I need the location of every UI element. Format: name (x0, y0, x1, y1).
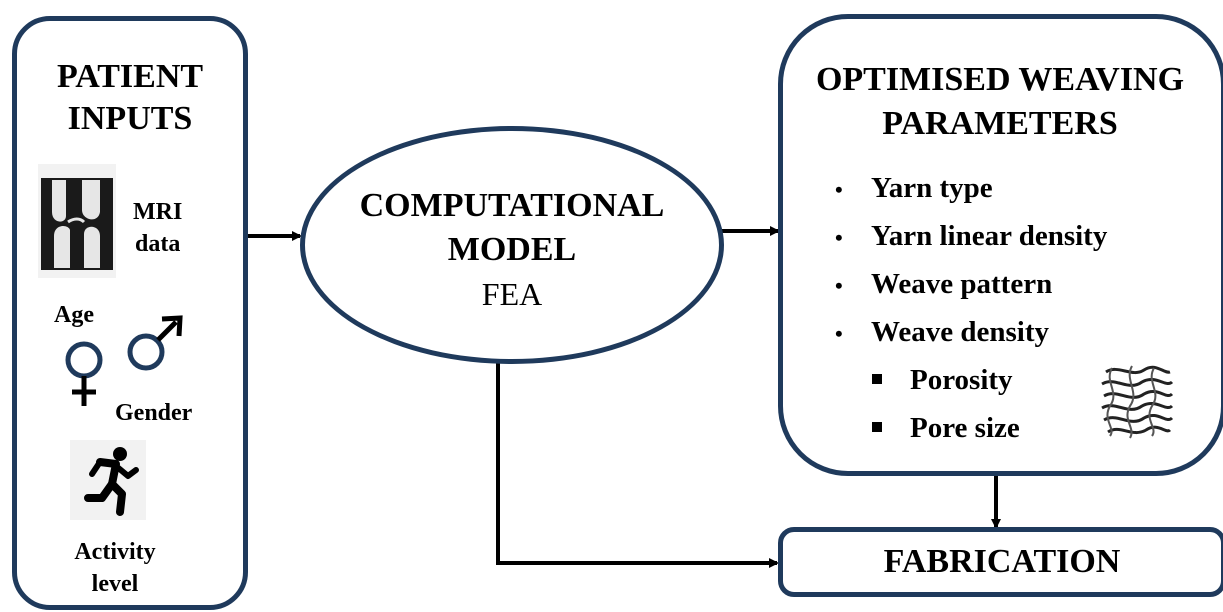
model-title-line2: MODEL (447, 231, 577, 268)
parameter-weave-density: Weave density (871, 316, 1050, 348)
male-symbol-icon (124, 314, 184, 374)
activity-label-line1: Activity (74, 539, 156, 565)
weaving-parameters-title: OPTIMISED WEAVING PARAMETERS (785, 58, 1215, 146)
subparameter-pore-size: Pore size (910, 412, 1020, 444)
weaving-parameters-box (778, 14, 1223, 476)
bullet-icon: • (835, 321, 843, 346)
weaving-title-line2: PARAMETERS (882, 105, 1118, 142)
age-label: Age (54, 302, 94, 328)
model-subtitle: FEA (481, 276, 543, 312)
bullet-icon: • (835, 273, 843, 298)
mri-label-line2: data (134, 231, 181, 257)
list-item: • Weave pattern (835, 266, 1107, 314)
arrow-model-to-fabrication (496, 362, 779, 568)
patient-inputs-title-line2: INPUTS (67, 100, 193, 137)
bullet-icon: • (835, 177, 843, 202)
knee-mri-icon (38, 164, 116, 278)
square-bullet-icon (872, 374, 882, 385)
list-item: • Yarn linear density (835, 218, 1107, 266)
subparameter-porosity: Porosity (910, 364, 1013, 396)
female-symbol-icon (62, 340, 106, 410)
parameter-weave-pattern: Weave pattern (871, 268, 1053, 300)
activity-label: Activity level (60, 536, 170, 600)
computational-model-ellipse (300, 126, 724, 364)
weaving-parameter-list: • Yarn type • Yarn linear density • Weave p… (835, 170, 1107, 362)
bullet-icon: • (835, 225, 843, 250)
running-person-icon (70, 440, 146, 520)
woven-fabric-icon (1098, 362, 1176, 440)
list-item: Pore size (872, 410, 1020, 458)
computational-model-text: COMPUTATIONAL MODEL FEA (300, 184, 724, 316)
parameter-yarn-type: Yarn type (871, 172, 993, 204)
parameter-yarn-linear-density: Yarn linear density (871, 220, 1108, 252)
model-title-line1: COMPUTATIONAL (359, 187, 665, 224)
weaving-title-line1: OPTIMISED WEAVING (815, 61, 1185, 98)
mri-label-line1: MRI (133, 199, 183, 225)
weave-density-sublist: Porosity Pore size (872, 362, 1020, 458)
list-item: • Yarn type (835, 170, 1107, 218)
mri-label: MRI data (133, 196, 182, 260)
fabrication-label: FABRICATION (883, 543, 1121, 580)
activity-label-line2: level (91, 571, 139, 597)
square-bullet-icon (872, 422, 882, 433)
list-item: Porosity (872, 362, 1020, 410)
patient-inputs-title: PATIENT INPUTS (12, 56, 248, 140)
fabrication-box: FABRICATION (778, 527, 1223, 597)
patient-inputs-title-line1: PATIENT (56, 58, 204, 95)
list-item: • Weave density (835, 314, 1107, 362)
gender-label: Gender (115, 400, 193, 426)
